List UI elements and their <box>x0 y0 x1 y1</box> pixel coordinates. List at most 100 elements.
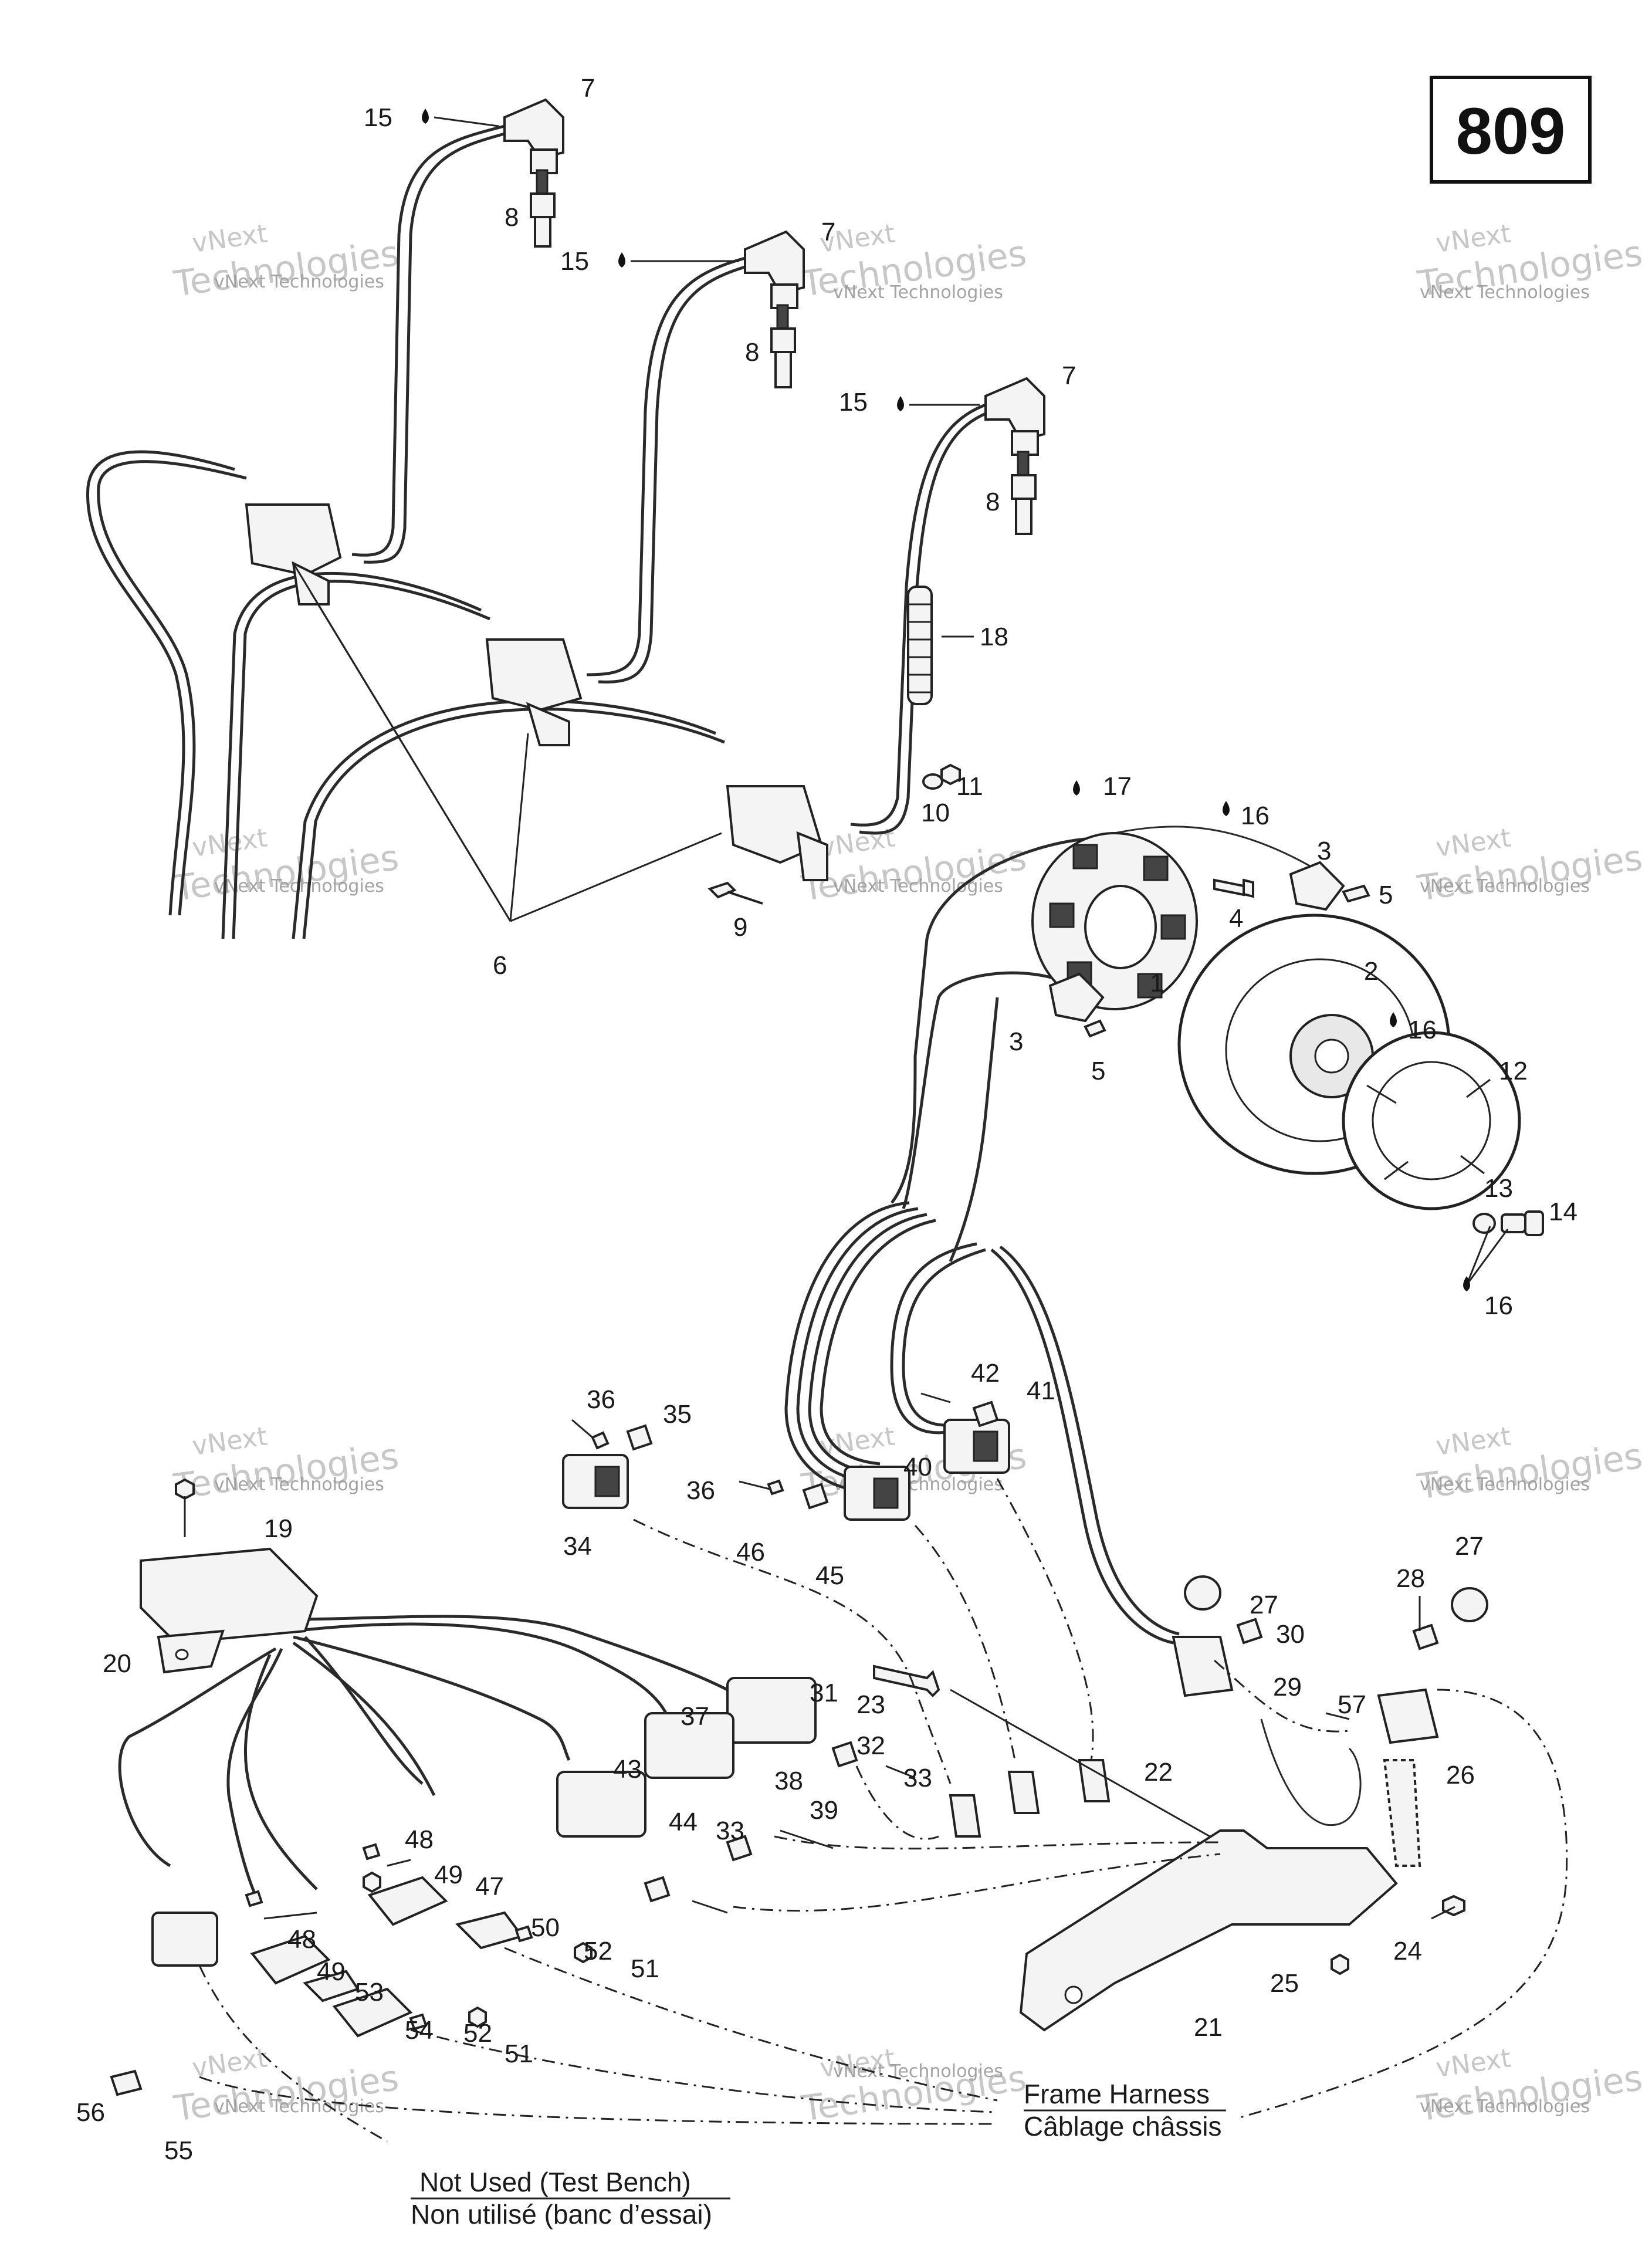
small-terminals <box>110 1741 916 2096</box>
spark-plug-cap-1 <box>503 98 564 174</box>
callout-7: 7 <box>1062 361 1076 390</box>
callout-36: 36 <box>587 1385 615 1414</box>
callout-11: 11 <box>956 772 983 801</box>
protector-tube <box>907 586 974 705</box>
drop-icon <box>1390 1012 1397 1027</box>
callout-31: 31 <box>810 1679 838 1707</box>
cable-holders <box>949 1689 1221 1843</box>
callout-16: 16 <box>1408 1016 1437 1044</box>
callout-33: 33 <box>903 1764 932 1792</box>
frame-harness-label: Frame Harness <box>1024 2079 1210 2109</box>
callout-labels: 1 2 3 3 4 5 5 6 7 7 7 8 8 8 9 10 11 12 1… <box>76 74 1577 2165</box>
page-number: 809 <box>1456 94 1566 168</box>
callout-47: 47 <box>475 1872 504 1901</box>
callout-29: 29 <box>1273 1673 1302 1701</box>
callout-50: 50 <box>531 1913 560 1942</box>
connector-26 <box>1377 1688 1439 1744</box>
callout-23: 23 <box>857 1690 885 1719</box>
callout-42: 42 <box>971 1359 1000 1388</box>
callout-17: 17 <box>1103 772 1132 801</box>
callout-15: 15 <box>364 103 392 132</box>
grommet-27-left <box>1184 1575 1221 1611</box>
stator-screw <box>1213 878 1254 898</box>
callout-8: 8 <box>505 203 519 232</box>
drop-icon <box>1223 801 1230 816</box>
callout-44: 44 <box>669 1808 698 1836</box>
flywheel-washer-screw <box>1465 1210 1544 1286</box>
connector-29 <box>1172 1636 1234 1697</box>
spark-plug-cap-3 <box>984 377 1045 456</box>
drop-icon <box>897 396 904 411</box>
not-used-label: Not Used (Test Bench) <box>419 2167 691 2197</box>
callout-37: 37 <box>681 1702 709 1731</box>
callout-5: 5 <box>1379 881 1393 909</box>
callout-9: 9 <box>733 913 747 942</box>
callout-46: 46 <box>736 1538 765 1567</box>
spark-plug-1 <box>530 169 556 248</box>
page-number-box: 809 <box>1430 76 1592 184</box>
drop-icon <box>1073 780 1080 796</box>
callout-34: 34 <box>563 1532 592 1561</box>
lubricant-drop-icons <box>422 109 980 411</box>
callout-18: 18 <box>980 623 1008 651</box>
connector-37 <box>644 1712 734 1779</box>
callout-52: 52 <box>463 2019 492 2048</box>
bracket <box>1019 1759 1421 2032</box>
callout-49: 49 <box>317 1957 346 1986</box>
cdi-box <box>140 1547 319 1674</box>
callout-20: 20 <box>103 1649 131 1678</box>
watermark-vnext-technologies: vNext Technologies <box>214 1474 384 1495</box>
callout-21: 21 <box>1194 2013 1223 2042</box>
callout-27: 27 <box>1455 1532 1484 1561</box>
watermark-vnext-technologies: vNext Technologies <box>1420 2096 1590 2117</box>
drop-icon <box>422 109 429 124</box>
callout-22: 22 <box>1144 1758 1173 1787</box>
callout-2: 2 <box>1364 957 1378 986</box>
starter-pulley <box>1342 1031 1521 1210</box>
spark-plug-wires <box>351 124 986 835</box>
callout-10: 10 <box>921 799 950 827</box>
callout-26: 26 <box>1446 1761 1475 1789</box>
callout-7: 7 <box>821 218 835 246</box>
callout-15: 15 <box>560 247 589 276</box>
ignition-coil-1 <box>245 503 342 605</box>
ignition-coil-wires <box>86 450 725 939</box>
callout-24: 24 <box>1393 1937 1422 1966</box>
drop-icons-magneto <box>1073 780 1470 1291</box>
ignition-coil-3 <box>726 785 828 881</box>
callout-43: 43 <box>613 1755 642 1784</box>
nut-and-washer <box>922 763 961 790</box>
cdi-screw <box>175 1478 195 1537</box>
coil-screw <box>707 881 763 905</box>
stator <box>1031 832 1198 1010</box>
callout-12: 12 <box>1499 1057 1528 1085</box>
callout-13: 13 <box>1484 1174 1513 1203</box>
tie-strap <box>1260 1712 1362 1826</box>
watermark-vnext-technologies: vNext Technologies <box>833 2061 1003 2082</box>
coil-leader-lines <box>292 563 722 922</box>
callout-5: 5 <box>1091 1057 1105 1085</box>
callout-41: 41 <box>1027 1376 1055 1405</box>
drop-icon <box>618 252 625 268</box>
terminals-28-30 <box>1236 1596 1439 1650</box>
callout-16: 16 <box>1484 1291 1513 1320</box>
spark-plug-2 <box>770 304 796 388</box>
callout-48: 48 <box>405 1825 434 1854</box>
callout-15: 15 <box>839 388 868 417</box>
callout-7: 7 <box>581 74 595 103</box>
callout-55: 55 <box>164 2136 193 2165</box>
callout-8: 8 <box>745 338 759 367</box>
bracket-screw-and-nut <box>1331 1895 1465 1975</box>
watermark-vnext-technologies: vNext Technologies <box>1420 876 1590 897</box>
callout-39: 39 <box>810 1796 838 1825</box>
not-used-label-fr: Non utilisé (banc d’essai) <box>411 2199 712 2230</box>
callout-52: 52 <box>584 1937 612 1966</box>
callout-16: 16 <box>1241 801 1270 830</box>
callout-1: 1 <box>1150 969 1164 997</box>
callout-56: 56 <box>76 2098 105 2127</box>
callout-35: 35 <box>663 1400 692 1429</box>
callout-53: 53 <box>355 1978 384 2007</box>
ignition-coil-2 <box>485 638 583 746</box>
watermark-vnext-technologies: vNext Technologies <box>1420 282 1590 303</box>
